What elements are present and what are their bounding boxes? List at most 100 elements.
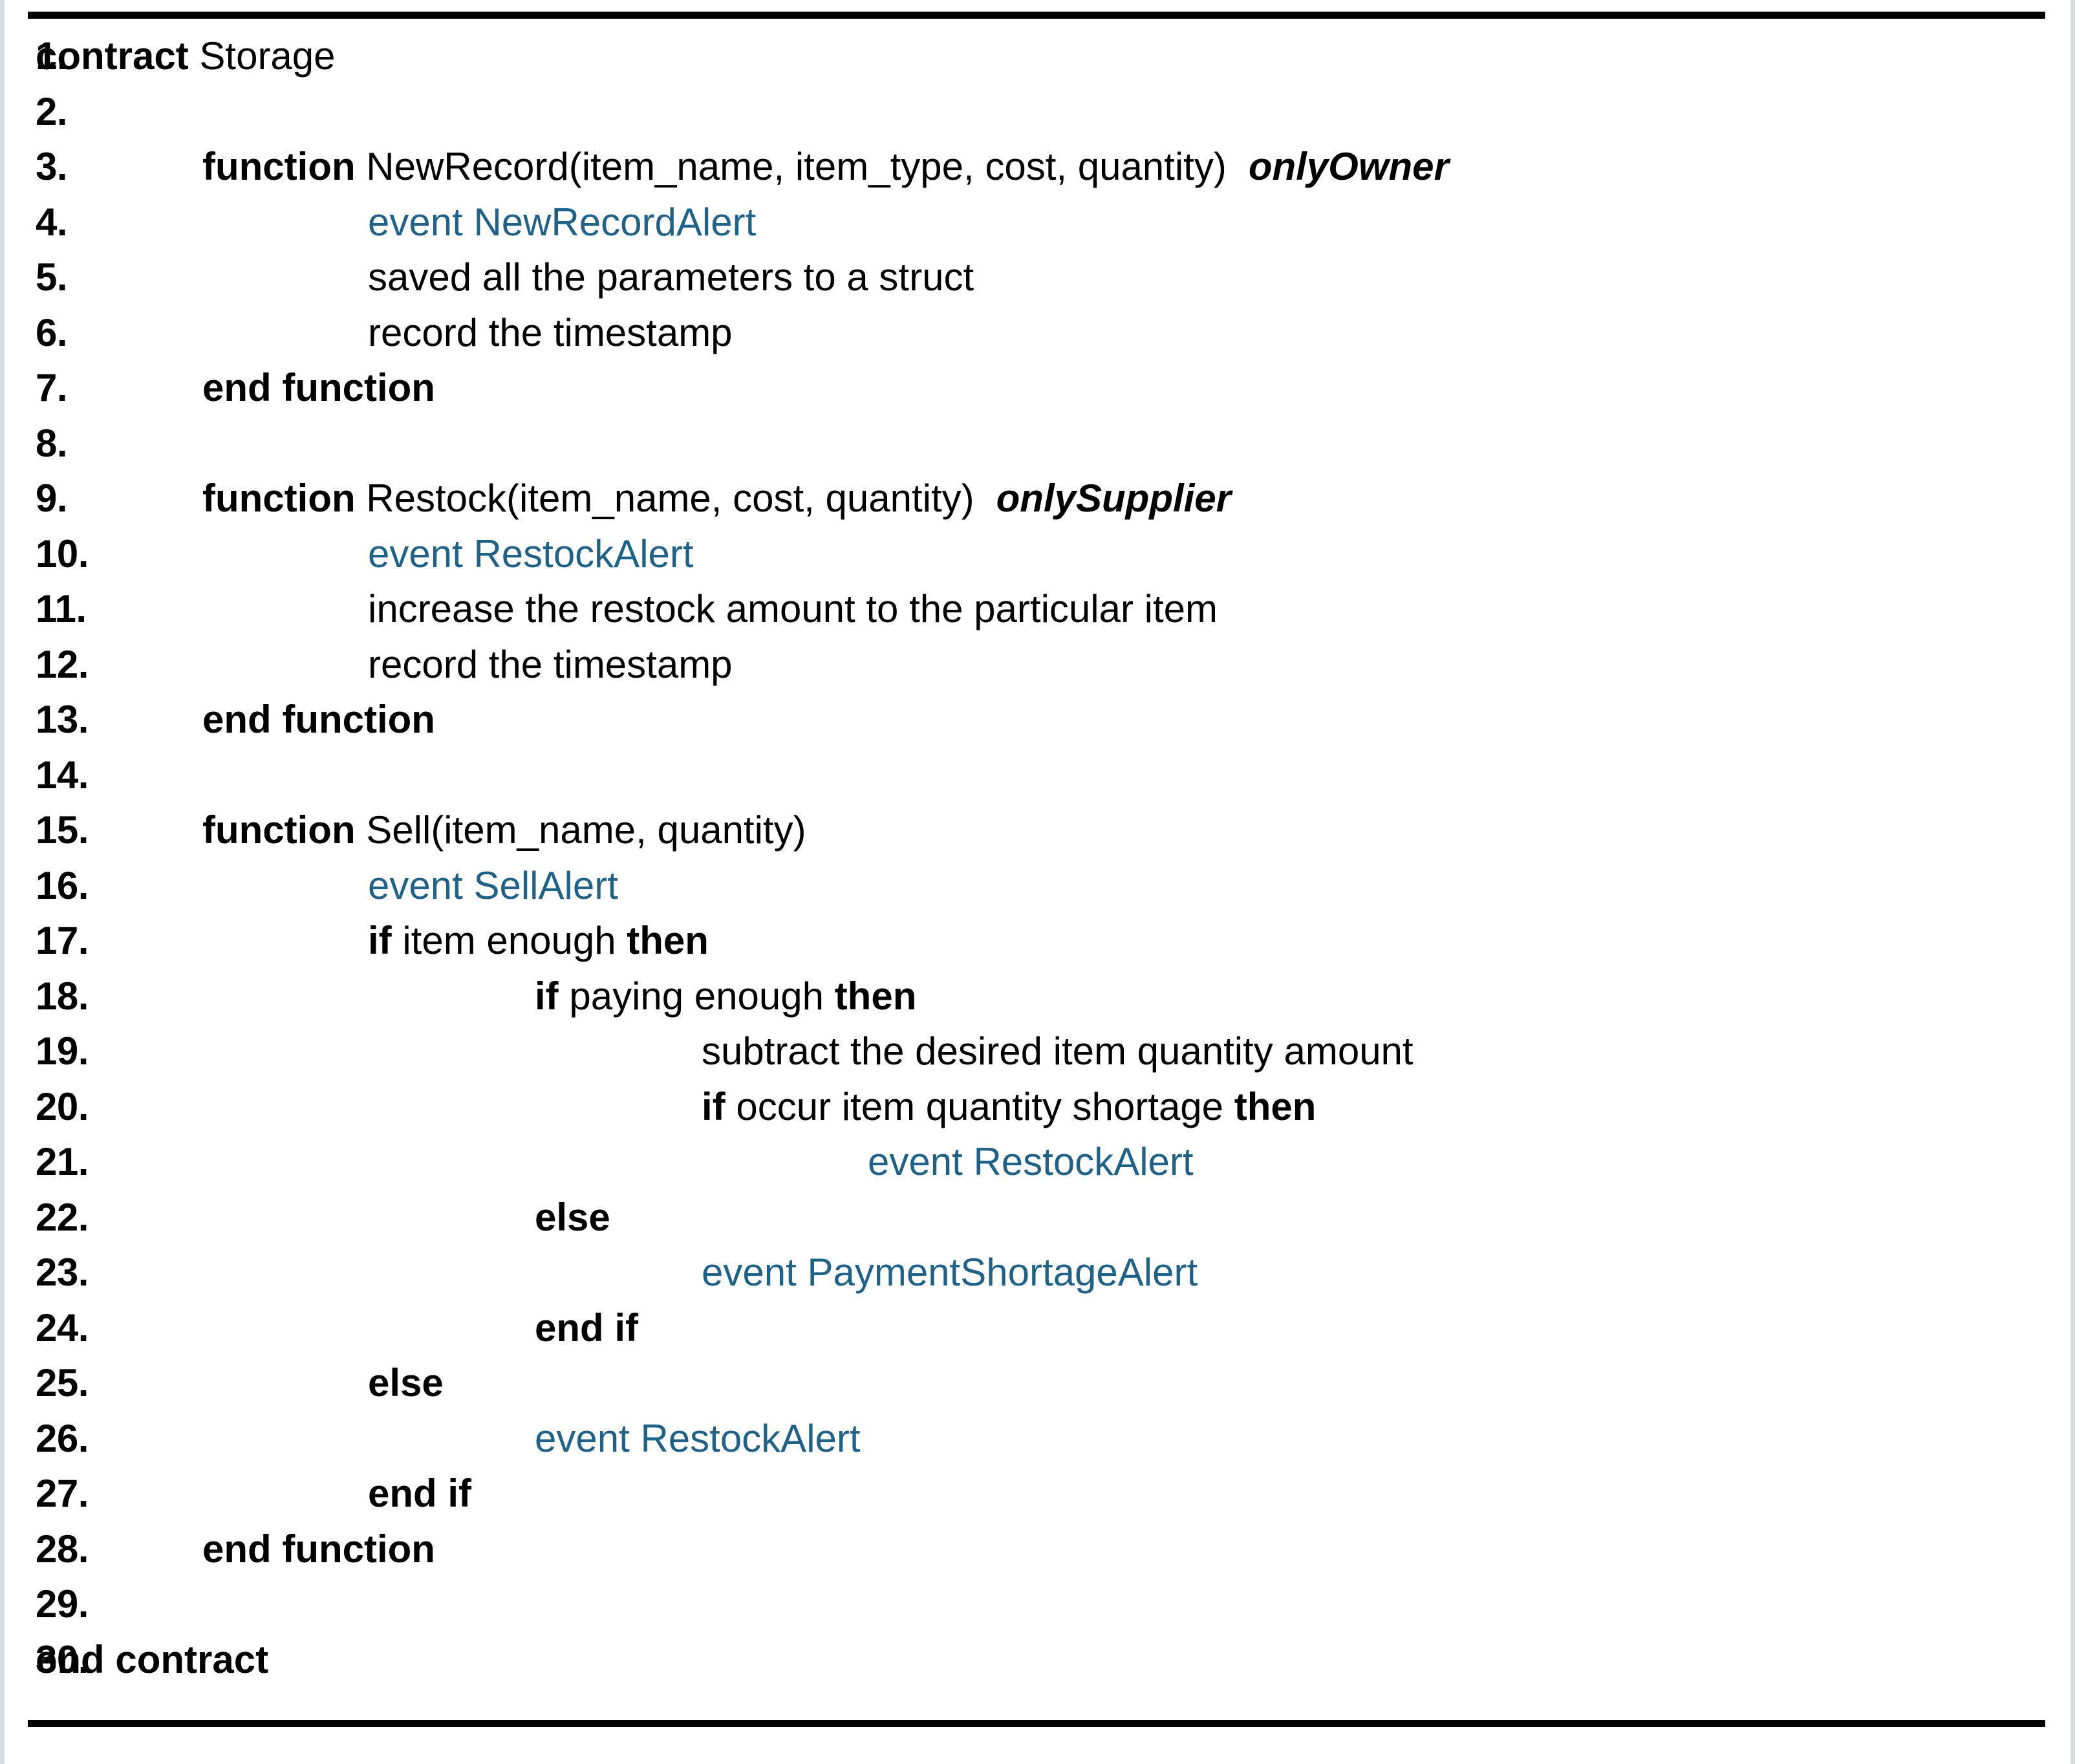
code-line: 6. record the timestamp xyxy=(5,305,2070,361)
line-number: 14. xyxy=(36,753,89,797)
line-code: end if xyxy=(535,1300,638,1356)
code-line: 23.event PaymentShortageAlert xyxy=(5,1245,2070,1300)
code-line: 14. xyxy=(5,748,2070,803)
code-line: 11. increase the restock amount to the pa… xyxy=(5,581,2070,637)
line-code: if paying enough then xyxy=(535,969,916,1024)
code-line: 21. event RestockAlert xyxy=(5,1134,2070,1190)
top-rule xyxy=(28,12,2045,19)
line-code: end if xyxy=(368,1466,471,1522)
line-number: 9. xyxy=(36,477,68,520)
line-code: saved all the parameters to a struct xyxy=(368,250,974,305)
line-number: 17. xyxy=(36,919,89,962)
code-token: item enough xyxy=(391,919,627,962)
code-token: Storage xyxy=(188,34,336,78)
code-line: 2. xyxy=(5,84,2070,140)
keyword-token: function xyxy=(202,808,356,852)
line-number: 22. xyxy=(36,1195,89,1239)
line-code: end function xyxy=(202,1522,435,1577)
code-line: 4. event NewRecordAlert xyxy=(5,195,2070,250)
code-line: 10. event RestockAlert xyxy=(5,526,2070,582)
line-code: function NewRecord(item_name, item_type,… xyxy=(202,139,1449,195)
code-token: record the timestamp xyxy=(368,310,733,354)
keyword-token: contract xyxy=(36,34,189,78)
line-number: 10. xyxy=(36,532,89,575)
code-line: 5.saved all the parameters to a struct xyxy=(5,250,2070,305)
line-code: event RestockAlert xyxy=(368,526,694,582)
line-number: 30. xyxy=(36,1637,89,1681)
keyword-token: end function xyxy=(202,366,435,409)
line-code: function Sell(item_name, quantity) xyxy=(202,802,806,858)
code-line: 16.event SellAlert xyxy=(5,858,2070,914)
keyword-token: if xyxy=(368,919,392,962)
event-token: event RestockAlert xyxy=(368,532,694,575)
code-line: 3.function NewRecord(item_name, item_typ… xyxy=(5,139,2070,195)
modifier-token: onlySupplier xyxy=(996,477,1232,520)
line-code: record the timestamp xyxy=(368,637,733,693)
keyword-token: then xyxy=(627,919,709,962)
bottom-rule xyxy=(28,1720,2045,1727)
code-line: 29. xyxy=(5,1576,2070,1632)
code-line: 26.event RestockAlert xyxy=(5,1411,2070,1467)
keyword-token: if xyxy=(535,974,559,1018)
code-line: 20.if occur item quantity shortage then xyxy=(5,1079,2070,1135)
code-line: 9. function Restock(item_name, cost, quan… xyxy=(5,471,2070,526)
line-number: 27. xyxy=(36,1472,89,1515)
line-code: else xyxy=(535,1190,610,1245)
keyword-token: then xyxy=(1234,1084,1317,1128)
event-token: event SellAlert xyxy=(368,863,618,907)
line-code: event RestockAlert xyxy=(868,1134,1194,1190)
line-number: 7. xyxy=(36,366,68,409)
event-token: event RestockAlert xyxy=(868,1140,1194,1183)
line-code: if occur item quantity shortage then xyxy=(702,1079,1316,1135)
code-token: saved all the parameters to a struct xyxy=(368,255,974,299)
line-number: 11. xyxy=(36,587,87,630)
line-number: 13. xyxy=(36,698,89,741)
code-line: 13. end function xyxy=(5,692,2070,748)
code-line: 27. end if xyxy=(5,1466,2070,1522)
line-number: 4. xyxy=(36,200,68,244)
line-code: event SellAlert xyxy=(368,858,618,914)
event-token: event NewRecordAlert xyxy=(368,200,757,244)
event-token: event RestockAlert xyxy=(535,1416,861,1460)
line-number: 6. xyxy=(36,310,68,354)
line-code: if item enough then xyxy=(368,913,709,969)
line-number: 15. xyxy=(36,808,89,852)
line-number: 21. xyxy=(36,1140,89,1183)
code-token: Sell(item_name, quantity) xyxy=(355,808,806,852)
line-code: contract Storage xyxy=(36,28,336,84)
line-code: else xyxy=(368,1355,444,1411)
modifier-token: onlyOwner xyxy=(1248,145,1449,188)
line-code: function Restock(item_name, cost, quanti… xyxy=(202,471,1231,526)
line-number: 25. xyxy=(36,1361,89,1404)
code-line: 28. end function xyxy=(5,1522,2070,1577)
keyword-token: end if xyxy=(368,1472,471,1515)
line-number: 2. xyxy=(36,89,68,133)
code-token: NewRecord(item_name, item_type, cost, qu… xyxy=(355,145,1227,188)
line-code: event RestockAlert xyxy=(535,1411,861,1467)
code-line: 1.contract Storage xyxy=(5,28,2070,84)
keyword-token: function xyxy=(202,145,356,188)
line-number: 24. xyxy=(36,1306,89,1350)
code-line: 17. if item enough then xyxy=(5,913,2070,969)
line-number: 28. xyxy=(36,1527,89,1571)
code-line: 12. record the timestamp xyxy=(5,637,2070,693)
line-number: 12. xyxy=(36,642,89,686)
code-lines-container: 1.contract Storage 2. 3.function NewRecord… xyxy=(5,28,2070,1688)
line-number: 8. xyxy=(36,421,68,465)
keyword-token: else xyxy=(368,1361,444,1404)
line-number: 18. xyxy=(36,974,89,1018)
line-code: end function xyxy=(202,692,435,748)
keyword-token: else xyxy=(535,1195,610,1239)
code-token: increase the restock amount to the parti… xyxy=(368,587,1218,630)
line-code: record the timestamp xyxy=(368,305,733,361)
code-token: occur item quantity shortage xyxy=(725,1084,1234,1128)
code-line: 8. xyxy=(5,416,2070,471)
code-line: 22. else xyxy=(5,1190,2070,1245)
keyword-token: function xyxy=(202,477,356,520)
line-code: increase the restock amount to the parti… xyxy=(368,581,1218,637)
line-code: subtract the desired item quantity amoun… xyxy=(702,1024,1414,1079)
keyword-token: end function xyxy=(202,1527,435,1571)
code-line: 30.end contract xyxy=(5,1632,2070,1688)
line-number: 29. xyxy=(36,1582,89,1626)
